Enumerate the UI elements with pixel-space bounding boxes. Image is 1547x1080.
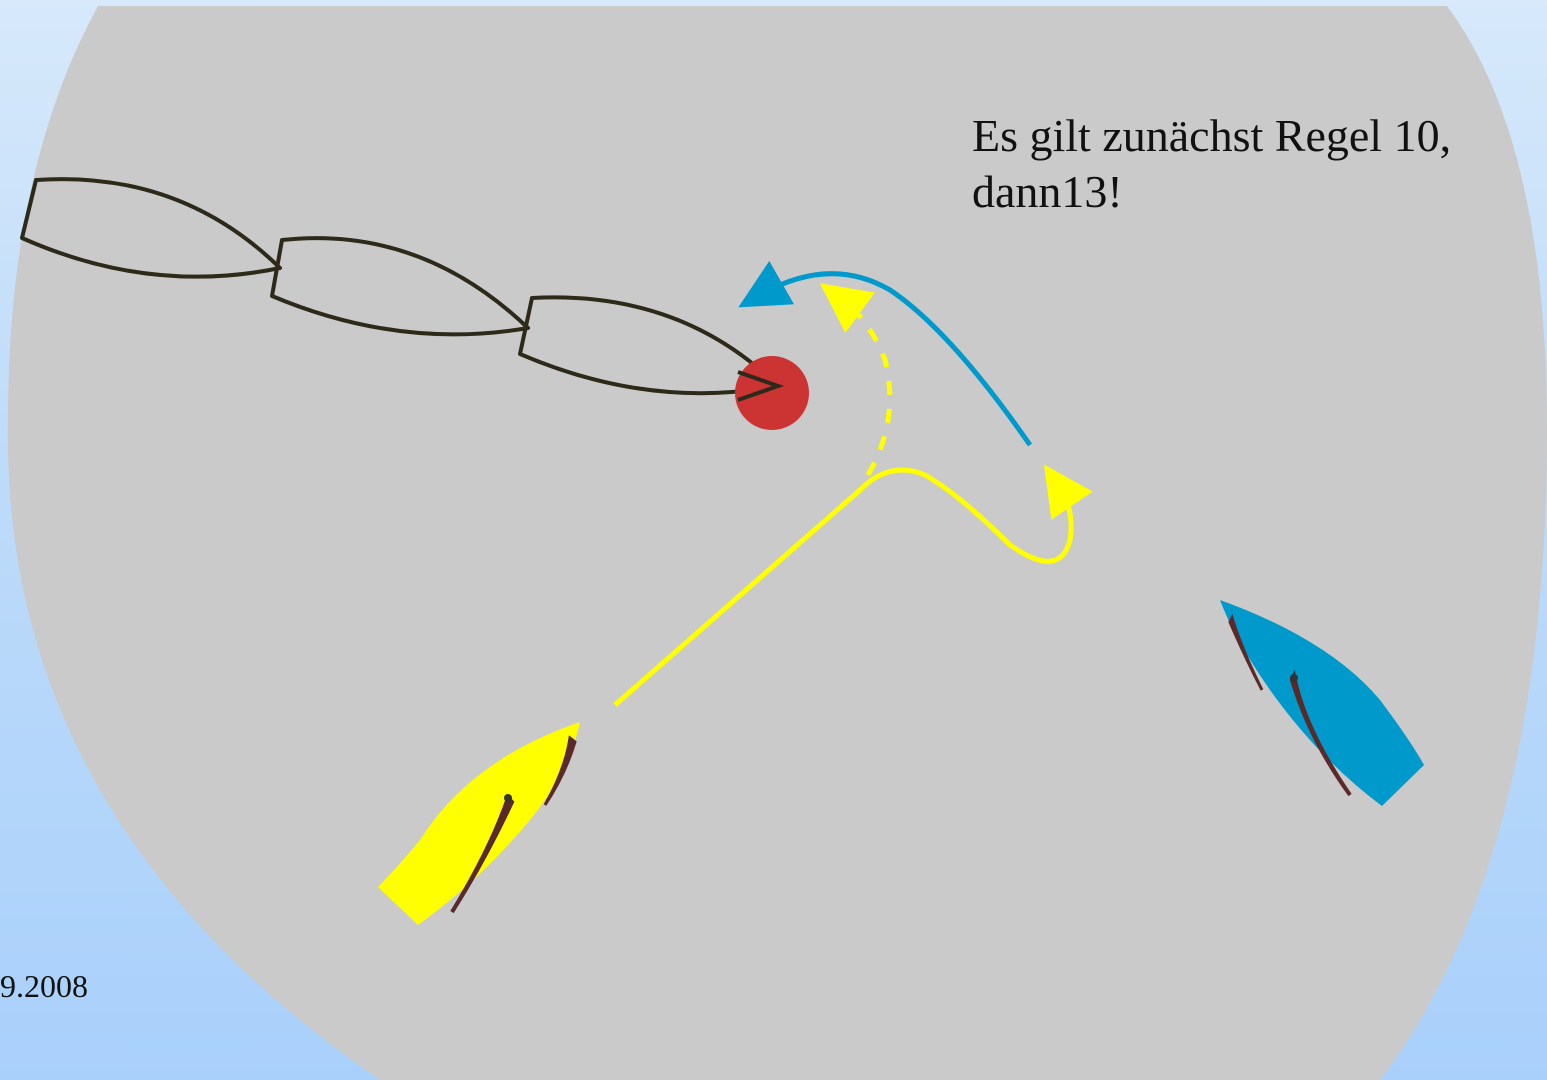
footer-date: 9.2008: [0, 968, 88, 1004]
yellow-sailboat-icon: [378, 722, 580, 925]
yellow-course-line: [613, 464, 1093, 707]
outline-boat-1: [20, 177, 282, 279]
yellow-dashed-course-arrow: [819, 283, 893, 477]
blue-course-arrow: [738, 260, 1033, 447]
red-buoy-icon: [735, 356, 809, 430]
blue-sailboat-icon: [1220, 600, 1424, 806]
rule-caption-line-1: Es gilt zunächst Regel 10,: [972, 110, 1452, 161]
outline-boat-2: [270, 236, 530, 337]
outline-boat-3-bow: [737, 370, 785, 402]
water-area: [7, 6, 1547, 1080]
rule-caption-line-2: dann13!: [972, 166, 1123, 217]
rule-caption: Es gilt zunächst Regel 10, dann13!: [972, 108, 1542, 220]
